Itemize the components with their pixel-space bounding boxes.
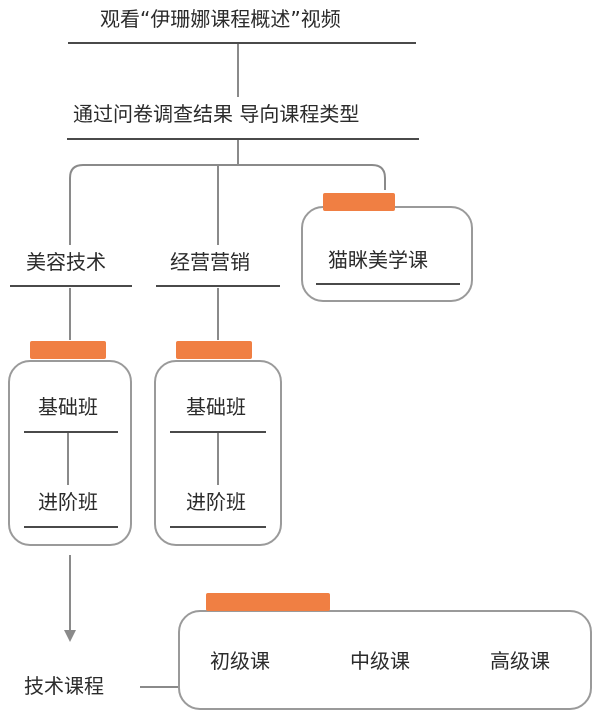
business-advanced-underline bbox=[170, 526, 266, 528]
category-beauty-tech: 美容技术 bbox=[26, 250, 106, 274]
beauty-advanced-underline bbox=[24, 526, 118, 528]
cat-aesthetics-underline bbox=[316, 283, 460, 285]
beauty-advanced-class: 进阶班 bbox=[38, 490, 98, 514]
tech-level-intermediate: 中级课 bbox=[350, 649, 410, 673]
business-levels-box bbox=[154, 360, 282, 546]
business-levels-tag bbox=[176, 341, 252, 359]
step-watch-video: 观看“伊珊娜课程概述”视频 bbox=[100, 7, 341, 31]
category-beauty-underline bbox=[10, 285, 132, 287]
step1-underline bbox=[68, 42, 416, 44]
business-basic-class: 基础班 bbox=[186, 395, 246, 419]
category-business-underline bbox=[156, 285, 280, 287]
beauty-levels-box bbox=[8, 360, 132, 546]
business-basic-underline bbox=[170, 431, 266, 433]
cat-aesthetics-tag bbox=[323, 193, 395, 211]
step2-underline bbox=[67, 138, 419, 140]
tech-course-label: 技术课程 bbox=[24, 674, 104, 698]
beauty-basic-class: 基础班 bbox=[38, 395, 98, 419]
category-cat-aesthetics: 猫眯美学课 bbox=[328, 248, 428, 272]
business-advanced-class: 进阶班 bbox=[186, 490, 246, 514]
tech-level-beginner: 初级课 bbox=[210, 649, 270, 673]
category-business-marketing: 经营营销 bbox=[170, 250, 250, 274]
beauty-levels-tag bbox=[30, 341, 106, 359]
beauty-basic-underline bbox=[24, 431, 118, 433]
step-survey: 通过问卷调查结果 导向课程类型 bbox=[73, 102, 360, 126]
tech-levels-box bbox=[178, 610, 592, 710]
tech-level-advanced: 高级课 bbox=[490, 649, 550, 673]
arrow-down-icon bbox=[64, 630, 76, 642]
tech-levels-tag bbox=[206, 593, 330, 611]
